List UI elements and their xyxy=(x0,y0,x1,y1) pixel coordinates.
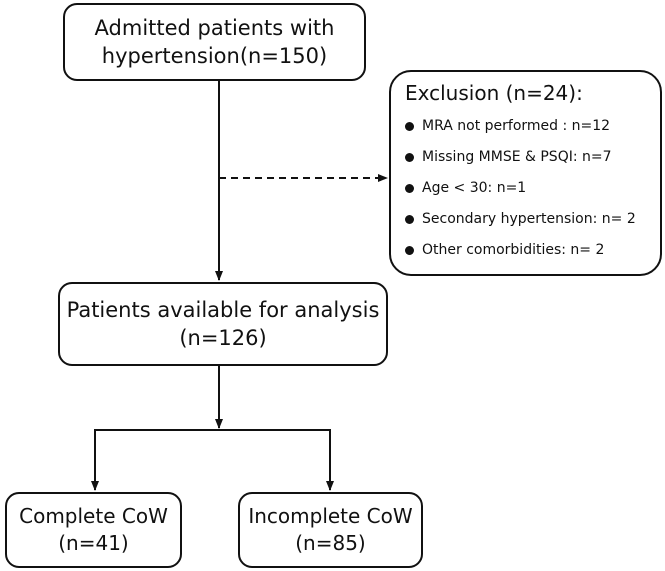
exclusion-item: Missing MMSE & PSQI: n=7 xyxy=(405,142,636,173)
complete-line-2: (n=41) xyxy=(58,531,129,555)
incomplete-cow-box: Incomplete CoW (n=85) xyxy=(238,492,423,568)
exclusion-item: MRA not performed : n=12 xyxy=(405,111,636,142)
bullet-icon xyxy=(405,153,414,162)
bullet-icon xyxy=(405,122,414,131)
admitted-line-2: hypertension(n=150) xyxy=(101,44,328,68)
exclusion-item: Other comorbidities: n= 2 xyxy=(405,235,636,266)
exclusion-box: Exclusion (n=24): MRA not performed : n=… xyxy=(389,70,662,276)
bullet-icon xyxy=(405,215,414,224)
incomplete-line-2: (n=85) xyxy=(295,531,366,555)
complete-cow-box: Complete CoW (n=41) xyxy=(5,492,182,568)
incomplete-line-1: Incomplete CoW xyxy=(248,504,413,528)
exclusion-item-label: Missing MMSE & PSQI: n=7 xyxy=(422,149,612,166)
available-line-1: Patients available for analysis xyxy=(66,297,380,322)
exclusion-item: Age < 30: n=1 xyxy=(405,173,636,204)
exclusion-title: Exclusion (n=24): xyxy=(405,81,583,105)
available-line-2: (n=126) xyxy=(179,326,267,350)
available-patients-box: Patients available for analysis (n=126) xyxy=(58,282,388,366)
bullet-icon xyxy=(405,246,414,255)
exclusion-item: Secondary hypertension: n= 2 xyxy=(405,204,636,235)
exclusion-list: MRA not performed : n=12 Missing MMSE & … xyxy=(405,111,636,266)
admitted-line-1: Admitted patients with xyxy=(94,15,335,40)
admitted-patients-box: Admitted patients with hypertension(n=15… xyxy=(63,3,366,81)
complete-line-1: Complete CoW xyxy=(19,504,168,528)
bullet-icon xyxy=(405,184,414,193)
exclusion-item-label: Age < 30: n=1 xyxy=(422,180,527,197)
exclusion-item-label: MRA not performed : n=12 xyxy=(422,118,611,135)
exclusion-item-label: Other comorbidities: n= 2 xyxy=(422,242,605,259)
exclusion-item-label: Secondary hypertension: n= 2 xyxy=(422,211,636,228)
